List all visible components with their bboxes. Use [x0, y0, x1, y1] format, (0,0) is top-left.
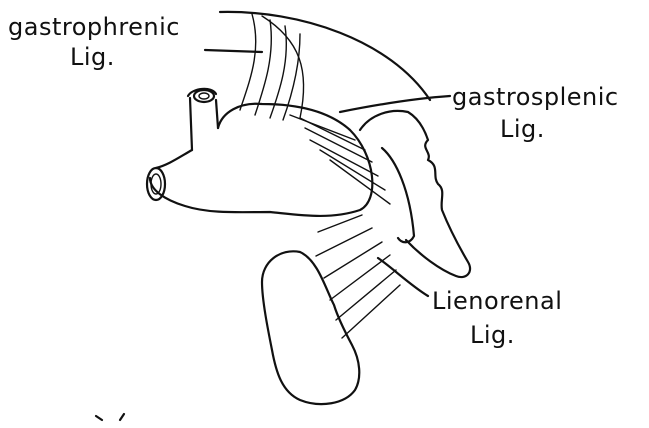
gastrophrenic-lig-label: Lig.: [70, 44, 115, 70]
lienorenal-lig-label: Lig.: [470, 322, 515, 348]
gastrosplenic-label: gastrosplenic: [452, 84, 619, 110]
lienorenal-ligament-fibers: [316, 215, 400, 338]
gastrosplenic-lig-label: Lig.: [500, 116, 545, 142]
lienorenal-leader: [378, 258, 428, 296]
kidney-outline: [262, 251, 359, 404]
stray-mark: [96, 414, 124, 420]
pylorus: [147, 168, 165, 200]
diaphragm-arc: [220, 12, 430, 100]
esophagus: [188, 89, 218, 150]
lienorenal-label: Lienorenal: [432, 288, 562, 314]
stomach-lower-curve: [156, 150, 192, 168]
gastrophrenic-leader: [205, 50, 262, 52]
gastrosplenic-leader: [340, 96, 450, 112]
gastrophrenic-label: gastrophrenic: [8, 14, 180, 40]
stomach-outline: [150, 104, 372, 216]
gastrosplenic-ligament-fibers: [290, 115, 390, 204]
